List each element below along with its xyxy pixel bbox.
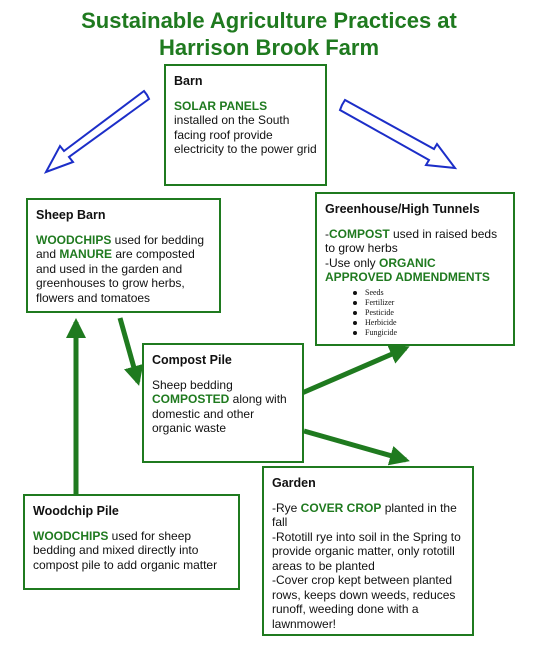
list-item: Fungicide <box>353 328 505 338</box>
sheep-barn-to-compost-arrow <box>117 317 144 386</box>
amendments-list: Seeds Fertilizer Pesticide Herbicide Fun… <box>353 288 505 338</box>
greenhouse-organic-line: -Use only ORGANIC APPROVED ADMENDMENTS <box>325 256 505 285</box>
compost-to-garden-arrow <box>303 428 410 466</box>
sheep-barn-box: Sheep Barn WOODCHIPS used for bedding an… <box>26 198 221 313</box>
list-item: Seeds <box>353 288 505 298</box>
greenhouse-compost-line: -COMPOST used in raised beds to grow her… <box>325 227 505 256</box>
compost-text-2: along with domestic and other organic wa… <box>152 392 287 435</box>
sheep-barn-text-2: are composted and used in the garden and… <box>36 247 195 305</box>
compost-pile-box: Compost Pile Sheep bedding COMPOSTED alo… <box>142 343 304 463</box>
garden-line-2: -Rototill rye into soil in the Spring to… <box>272 529 461 573</box>
garden-rye: -Rye <box>272 500 301 515</box>
list-item: Pesticide <box>353 308 505 318</box>
greenhouse-heading: Greenhouse/High Tunnels <box>325 202 480 216</box>
diagram-title-line-2: Harrison Brook Farm <box>158 35 380 60</box>
woodchip-woodchips: WOODCHIPS <box>33 528 109 543</box>
garden-line-1: -Rye COVER CROP planted in the fall <box>272 501 464 530</box>
barn-to-sheep-barn-arrow <box>43 89 151 174</box>
sheep-barn-text-1: used for bedding and <box>36 232 205 262</box>
list-item: Fertilizer <box>353 298 505 308</box>
sheep-barn-text: WOODCHIPS used for bedding and MANURE ar… <box>36 233 211 306</box>
compost-composted: COMPOSTED <box>152 392 230 406</box>
woodchip-text-body: used for sheep bedding and mixed directl… <box>33 528 218 572</box>
woodchip-pile-box: Woodchip Pile WOODCHIPS used for sheep b… <box>23 494 240 590</box>
barn-highlight: SOLAR PANELS <box>174 98 268 113</box>
compost-text-1: Sheep bedding <box>152 377 233 392</box>
garden-line-3: -Cover crop kept between planted rows, k… <box>272 573 456 631</box>
garden-heading: Garden <box>272 476 316 490</box>
greenhouse-compost: COMPOST <box>329 226 390 241</box>
sheep-barn-heading: Sheep Barn <box>36 208 106 222</box>
sheep-barn-manure: MANURE <box>59 247 113 261</box>
garden-cover-crop: COVER CROP <box>300 500 382 515</box>
greenhouse-use-only: -Use only <box>325 255 380 270</box>
barn-heading: Barn <box>174 74 203 88</box>
woodchip-text: WOODCHIPS used for sheep bedding and mix… <box>33 529 230 573</box>
greenhouse-organic: ORGANIC APPROVED ADMENDMENTS <box>325 255 490 285</box>
diagram-title-line-1: Sustainable Agriculture Practices at <box>81 8 457 33</box>
garden-box: Garden -Rye COVER CROP planted in the fa… <box>262 466 474 636</box>
barn-to-greenhouse-arrow <box>338 98 458 170</box>
compost-text: Sheep bedding COMPOSTED along with domes… <box>152 378 294 436</box>
barn-body: installed on the South facing roof provi… <box>174 113 317 156</box>
garden-fall: planted in the fall <box>272 500 457 530</box>
greenhouse-dash: - <box>325 226 329 241</box>
woodchip-heading: Woodchip Pile <box>33 504 119 518</box>
compost-to-greenhouse-arrow <box>301 345 410 396</box>
sheep-barn-woodchips: WOODCHIPS <box>36 232 112 247</box>
compost-heading: Compost Pile <box>152 353 232 367</box>
greenhouse-compost-text: used in raised beds to grow herbs <box>325 226 498 256</box>
list-item: Herbicide <box>353 318 505 328</box>
greenhouse-box: Greenhouse/High Tunnels -COMPOST used in… <box>315 192 515 346</box>
